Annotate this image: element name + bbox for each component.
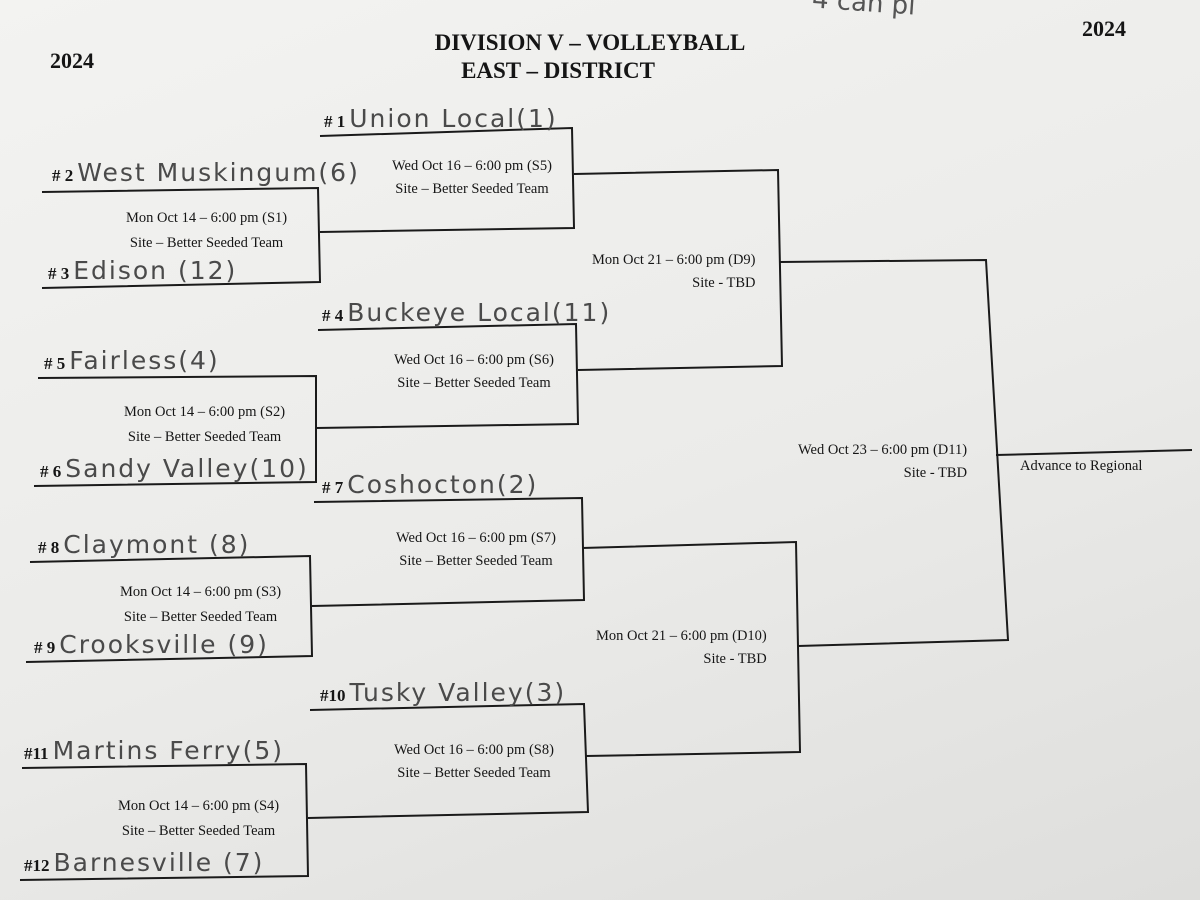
- bracket-d9: [573, 168, 784, 371]
- bracket-s2: [33, 374, 317, 487]
- bracket-d10: [581, 540, 802, 757]
- team-name: Buckeye Local(11): [347, 298, 612, 327]
- team-name: Martins Ferry(5): [52, 736, 285, 765]
- year-right: 2024: [1082, 16, 1126, 41]
- seed-label: # 4: [322, 306, 344, 325]
- bracket-s7: [311, 496, 586, 607]
- team-name: Coshocton(2): [347, 470, 539, 499]
- bracket-s8: [307, 702, 590, 819]
- game-info-d10: Mon Oct 21 – 6:00 pm (D10) Site - TBD: [596, 628, 767, 668]
- year-left: 2024: [50, 48, 94, 73]
- game-time: Mon Oct 14 – 6:00 pm (S3): [120, 584, 282, 600]
- game-site: Site - TBD: [692, 275, 756, 291]
- team-name: Tusky Valley(3): [349, 678, 567, 707]
- seed-label: # 1: [324, 112, 346, 131]
- game-site: Site - TBD: [703, 651, 767, 667]
- game-info-s4: Mon Oct 14 – 6:00 pm (S4) Site – Better …: [118, 798, 279, 840]
- game-info-s8: Wed Oct 16 – 6:00 pm (S8) Site – Better …: [394, 742, 554, 782]
- seed-label: # 7: [322, 478, 344, 497]
- game-time: Wed Oct 23 – 6:00 pm (D11): [798, 442, 968, 458]
- bracket-s4: [19, 762, 310, 881]
- game-info-s3: Mon Oct 14 – 6:00 pm (S3) Site – Better …: [120, 584, 281, 626]
- seed-label: #12: [24, 856, 50, 875]
- advance-line: [995, 449, 1193, 456]
- game-info-s5: Wed Oct 16 – 6:00 pm (S5) Site – Better …: [392, 158, 552, 198]
- game-time: Mon Oct 14 – 6:00 pm (S4): [118, 798, 280, 814]
- game-time: Wed Oct 16 – 6:00 pm (S5): [392, 158, 552, 174]
- game-info-s2: Mon Oct 14 – 6:00 pm (S2) Site – Better …: [124, 404, 285, 446]
- bracket-s6: [315, 322, 580, 429]
- game-time: Wed Oct 16 – 6:00 pm (S8): [394, 742, 554, 758]
- page-title: DIVISION V – VOLLEYBALL: [434, 30, 746, 55]
- team-name: Sandy Valley(10): [65, 454, 309, 483]
- seed-label: #11: [24, 744, 49, 763]
- game-site: Site – Better Seeded Team: [129, 235, 284, 251]
- game-site: Site – Better Seeded Team: [397, 375, 551, 391]
- seed-label: # 5: [44, 354, 66, 373]
- team-name: West Muskingum(6): [77, 158, 360, 187]
- bracket-d11: [779, 258, 1010, 647]
- seed-label: # 6: [40, 462, 62, 481]
- game-info-s7: Wed Oct 16 – 6:00 pm (S7) Site – Better …: [396, 530, 556, 570]
- seed-label: # 3: [48, 264, 70, 283]
- game-time: Wed Oct 16 – 6:00 pm (S6): [394, 352, 554, 368]
- page-subtitle: EAST – DISTRICT: [461, 58, 655, 83]
- game-time: Mon Oct 14 – 6:00 pm (S2): [124, 404, 286, 420]
- advance-to-regional-label: Advance to Regional: [1020, 458, 1143, 474]
- game-site: Site – Better Seeded Team: [397, 765, 551, 781]
- game-site: Site – Better Seeded Team: [399, 553, 553, 569]
- game-site: Site - TBD: [903, 465, 968, 481]
- game-time: Mon Oct 21 – 6:00 pm (D10): [596, 628, 767, 644]
- team-name: Fairless(4): [69, 346, 220, 375]
- bracket-s3: [25, 554, 314, 663]
- team-name: Crooksville (9): [59, 630, 269, 659]
- seed-label: # 9: [34, 638, 56, 657]
- bracket-s5: [319, 126, 576, 233]
- bracket-s1: [41, 186, 322, 289]
- team-name: Barnesville (7): [53, 848, 265, 877]
- game-time: Mon Oct 14 – 6:00 pm (S1): [126, 210, 288, 226]
- game-time: Wed Oct 16 – 6:00 pm (S7): [396, 530, 556, 546]
- team-name: Union Local(1): [349, 104, 558, 133]
- game-info-d11: Wed Oct 23 – 6:00 pm (D11) Site - TBD: [798, 442, 967, 482]
- team-name: Edison (12): [73, 256, 238, 285]
- game-info-s6: Wed Oct 16 – 6:00 pm (S6) Site – Better …: [394, 352, 554, 392]
- seed-label: # 2: [52, 166, 74, 185]
- game-site: Site – Better Seeded Team: [127, 429, 282, 445]
- game-site: Site – Better Seeded Team: [121, 823, 276, 839]
- game-site: Site – Better Seeded Team: [123, 609, 278, 625]
- game-info-d9: Mon Oct 21 – 6:00 pm (D9) Site - TBD: [592, 252, 756, 292]
- game-time: Mon Oct 21 – 6:00 pm (D9): [592, 252, 756, 268]
- game-site: Site – Better Seeded Team: [395, 181, 549, 197]
- seed-label: #10: [320, 686, 346, 705]
- seed-label: # 8: [38, 538, 60, 557]
- game-info-s1: Mon Oct 14 – 6:00 pm (S1) Site – Better …: [126, 210, 287, 252]
- team-name: Claymont (8): [63, 530, 251, 559]
